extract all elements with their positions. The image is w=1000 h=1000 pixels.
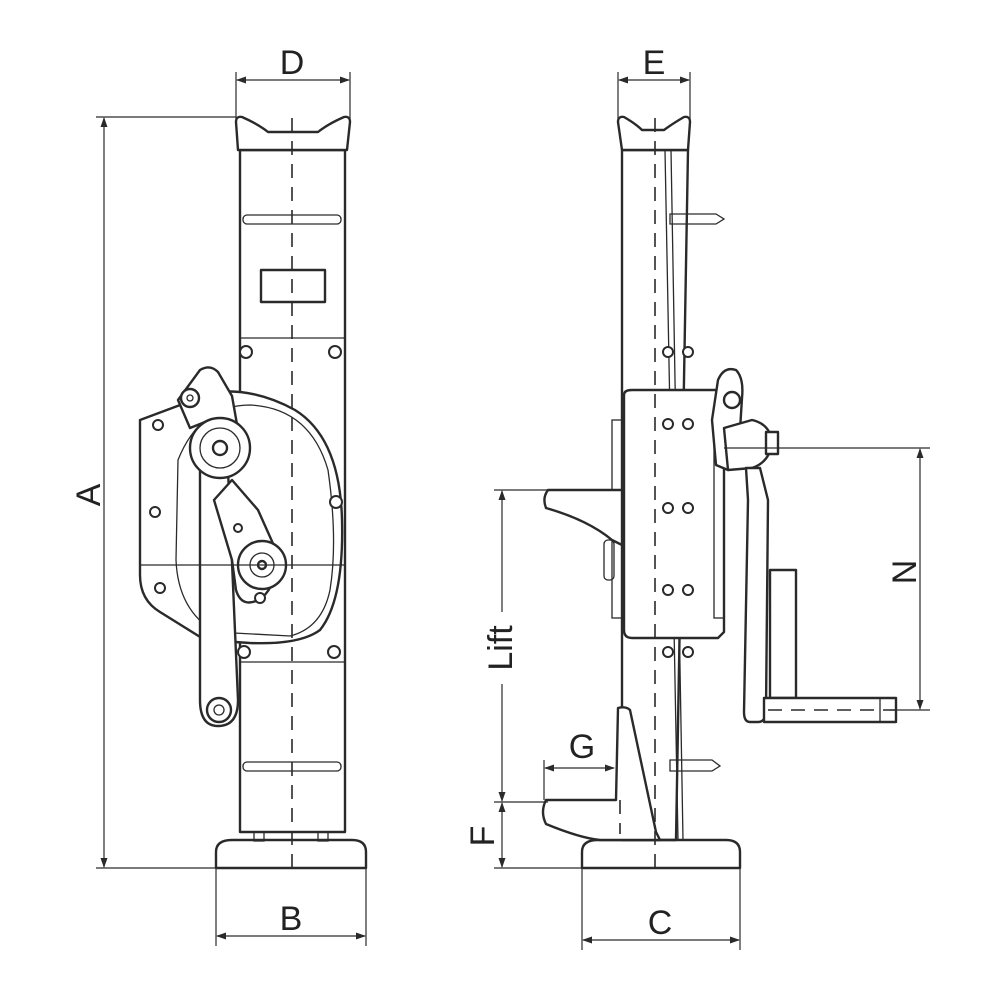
front-ratchet-gear-hub — [211, 439, 229, 457]
front-column-bolt-1 — [239, 345, 253, 359]
front-column-bolt-5 — [327, 645, 341, 659]
side-crank-arm — [742, 466, 770, 724]
front-pinion-arm-pin — [254, 592, 266, 604]
side-housing-boss — [603, 539, 615, 581]
side-bolt-6 — [682, 502, 694, 514]
front-ratchet-gear-ring — [199, 427, 241, 469]
side-bolt-4 — [682, 418, 694, 430]
dim-n-label: N — [886, 560, 924, 585]
dim-e-label: E — [643, 44, 666, 82]
front-column-bolt-4 — [237, 645, 251, 659]
front-head-saddle — [234, 115, 352, 152]
side-head-saddle — [616, 115, 692, 152]
side-bolt-2 — [682, 346, 694, 358]
side-upper-pin — [669, 213, 726, 225]
front-view — [138, 115, 368, 876]
dim-d-label: D — [280, 44, 305, 82]
side-base — [580, 838, 742, 870]
dim-lift-gap — [486, 612, 518, 684]
side-bolt-9 — [662, 646, 674, 658]
side-view — [541, 115, 930, 876]
front-lever-pivot-center — [213, 704, 225, 716]
front-label-plate — [259, 268, 327, 304]
front-pawl-pin-center — [186, 394, 194, 402]
side-bolt-7 — [662, 584, 674, 596]
side-handle-shaft — [762, 696, 898, 724]
front-base — [214, 838, 368, 870]
front-housing-bolt-3 — [154, 582, 166, 594]
front-ratchet-gear — [188, 416, 252, 480]
front-pawl-pin — [179, 387, 201, 409]
dim-a-label: A — [70, 483, 108, 506]
side-lower-pin — [669, 759, 722, 772]
front-column-bolt-3 — [329, 495, 343, 509]
side-bolt-1 — [662, 346, 674, 358]
front-column-bolt-2 — [328, 345, 342, 359]
side-gear-housing — [622, 388, 726, 640]
side-pawl-pin — [722, 390, 742, 410]
front-housing-bolt-2 — [149, 506, 161, 518]
dim-g-label: G — [569, 728, 595, 766]
front-arm-pin — [233, 523, 243, 533]
dim-b-label: B — [280, 900, 303, 938]
dim-lift-label: Lift — [482, 625, 520, 671]
dimensions: D E A B C Lift F G — [70, 44, 930, 950]
front-lever-pivot — [205, 696, 233, 724]
dim-c-label: C — [648, 904, 673, 942]
side-bolt-5 — [662, 502, 674, 514]
side-bolt-8 — [682, 584, 694, 596]
side-crank-nut — [764, 430, 780, 456]
front-housing-bolt-1 — [152, 419, 164, 431]
dim-f-label: F — [464, 826, 502, 847]
side-handle-grip — [768, 568, 798, 700]
side-upper-claw — [543, 488, 624, 547]
side-lower-toe — [541, 706, 662, 842]
side-bolt-3 — [662, 418, 674, 430]
side-bolt-10 — [682, 646, 694, 658]
